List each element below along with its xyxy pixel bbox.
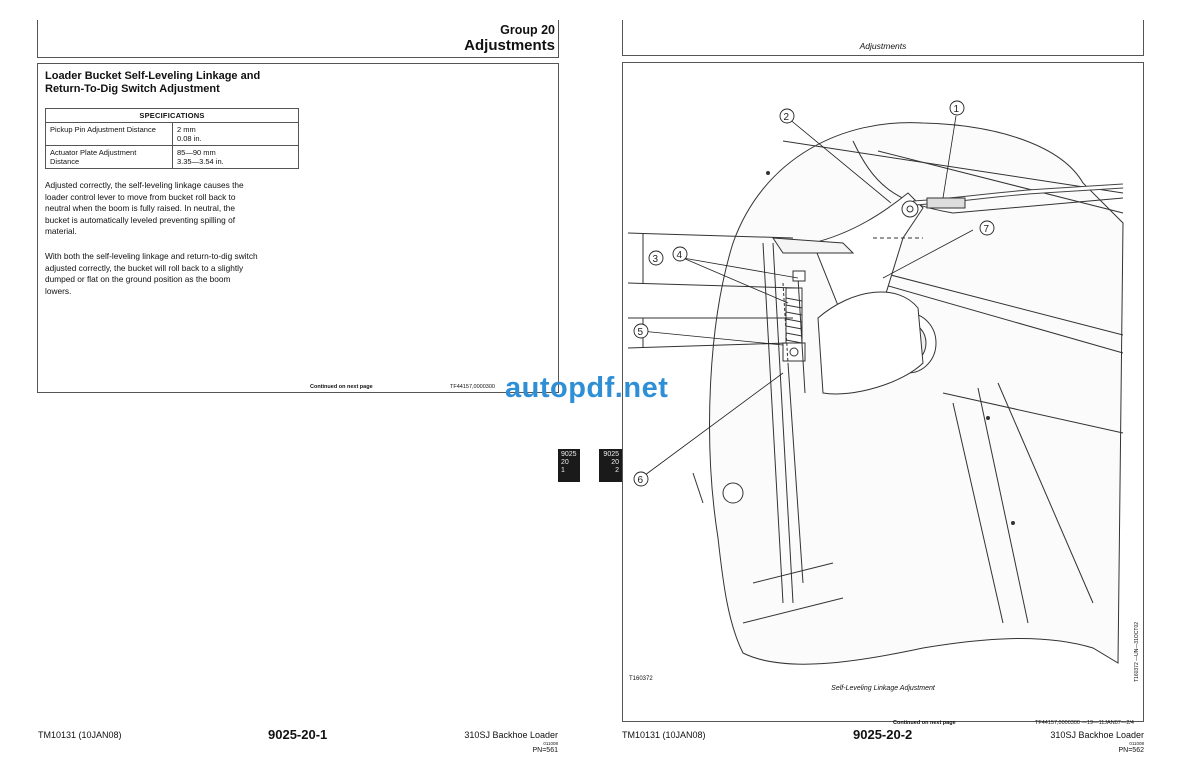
figure-box <box>622 62 1144 722</box>
continued-note: Continued on next page <box>310 384 373 390</box>
footer-model-right: 310SJ Backhoe Loader <box>1050 730 1144 740</box>
paragraph-1: Adjusted correctly, the self-leveling li… <box>45 180 315 238</box>
image-side-code: T160372 —UN—31OCT02 <box>1134 621 1140 682</box>
callout-5: 5 <box>638 327 644 338</box>
text-line: adjusted correctly, the bucket will roll… <box>45 262 244 273</box>
spec-value-line: 0.08 in. <box>177 134 202 143</box>
callout-4: 4 <box>677 250 683 261</box>
tab-line: 9025 <box>603 451 619 458</box>
tab-line: 9025 <box>561 451 577 458</box>
continued-note-right: Continued on next page <box>893 720 956 726</box>
callout-2: 2 <box>784 112 790 123</box>
left-header-box <box>37 20 559 58</box>
paragraph-2: With both the self-leveling linkage and … <box>45 251 315 297</box>
doc-code-right: TF44157,0000300 —19—11JAN07—2/4 <box>1035 720 1134 726</box>
callout-7: 7 <box>984 224 990 235</box>
tab-line: 1 <box>561 467 565 474</box>
text-line: Adjusted correctly, the self-leveling li… <box>45 180 244 190</box>
spec-value-line: 3.35—3.54 in. <box>177 157 224 166</box>
callout-3: 3 <box>653 254 659 265</box>
group-label: Group 20 <box>500 23 555 37</box>
figure-caption: Self-Leveling Linkage Adjustment <box>831 685 935 692</box>
image-code: T160372 <box>629 676 653 682</box>
footer-page-number-right: 9025-20-2 <box>853 727 913 742</box>
spec-value: 2 mm 0.08 in. <box>172 122 299 146</box>
spec-label-line: Actuator Plate Adjustment <box>50 148 137 157</box>
spec-value: 85—90 mm 3.35—3.54 in. <box>172 145 299 169</box>
spec-value-line: 2 mm <box>177 125 196 134</box>
tab-line: 20 <box>561 459 569 466</box>
section-tab-right: 9025 20 2 <box>599 449 622 482</box>
footer-small-code: 011008 <box>543 741 558 746</box>
spec-label-line: Distance <box>50 157 80 166</box>
spec-value-line: 85—90 mm <box>177 148 216 157</box>
article-title-line: Loader Bucket Self-Leveling Linkage and <box>45 70 261 82</box>
spec-label: Actuator Plate Adjustment Distance <box>45 145 173 169</box>
linkage-illustration: 1 2 3 4 5 6 7 <box>627 100 1124 665</box>
watermark: autopdf.net <box>505 372 669 404</box>
right-header-title: Adjustments <box>859 41 907 51</box>
spec-table-header: SPECIFICATIONS <box>45 108 299 123</box>
footer-small-code-right: 011008 <box>1129 741 1144 746</box>
footer-model: 310SJ Backhoe Loader <box>464 730 558 740</box>
article-title-line: Return-To-Dig Switch Adjustment <box>45 83 220 95</box>
footer-pn-right: PN=562 <box>1118 747 1145 754</box>
text-line: bucket is automatically leveled preventi… <box>45 214 236 225</box>
table-row: Actuator Plate Adjustment Distance 85—90… <box>45 145 299 169</box>
right-header-box <box>622 20 1144 56</box>
article-title: Loader Bucket Self-Leveling Linkage and … <box>45 70 260 96</box>
tab-line: 20 <box>611 459 619 466</box>
tab-line: 2 <box>615 467 619 474</box>
footer-page-number: 9025-20-1 <box>268 727 328 742</box>
text-line: neutral when the boom is fully raised. I… <box>45 203 236 214</box>
text-line: lowers. <box>45 285 72 296</box>
footer-manual: TM10131 (10JAN08) <box>38 730 122 740</box>
text-line: dumped or flat on the ground position as… <box>45 274 231 285</box>
table-row: Pickup Pin Adjustment Distance 2 mm 0.08… <box>45 122 299 146</box>
spec-table: SPECIFICATIONS Pickup Pin Adjustment Dis… <box>45 108 299 169</box>
section-title: Adjustments <box>464 37 555 54</box>
callout-6: 6 <box>638 475 644 486</box>
section-tab: 9025 20 1 <box>558 449 580 482</box>
text-line: With both the self-leveling linkage and … <box>45 251 258 261</box>
spec-label: Pickup Pin Adjustment Distance <box>45 122 173 146</box>
callout-1: 1 <box>954 104 960 115</box>
text-line: material. <box>45 226 77 237</box>
left-content-box <box>37 63 559 393</box>
text-line: loader control lever to move from bucket… <box>45 191 236 202</box>
doc-code: TF44157,0000300 <box>450 384 495 390</box>
footer-manual-right: TM10131 (10JAN08) <box>622 730 706 740</box>
footer-pn: PN=561 <box>532 747 559 754</box>
